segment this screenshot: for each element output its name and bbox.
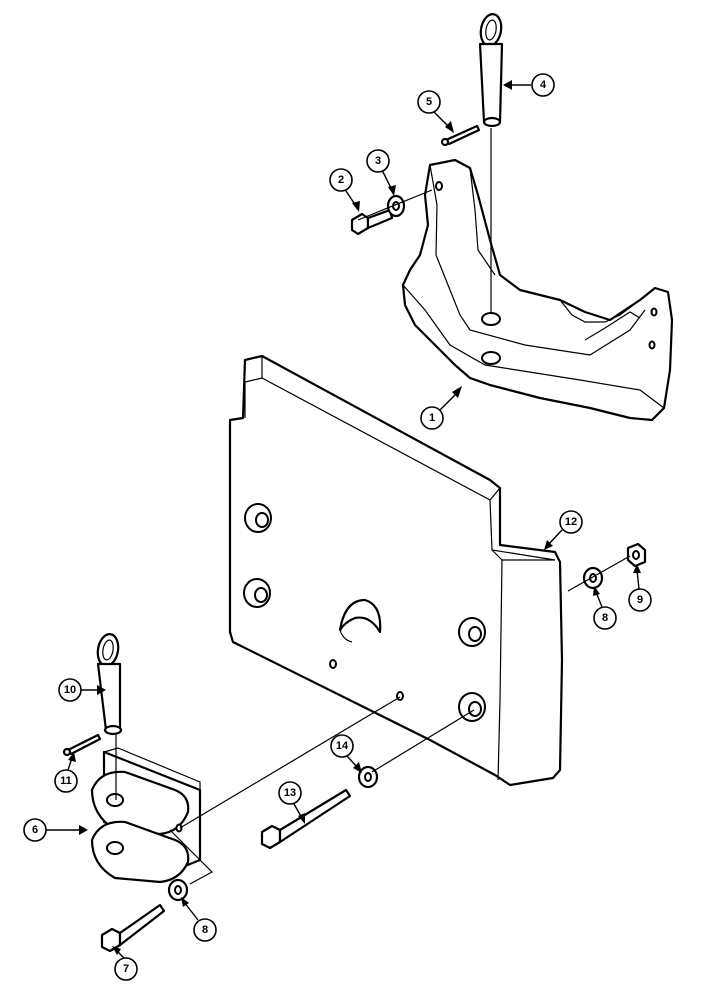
washer-lower (167, 878, 189, 902)
hitch-pin-upper (478, 13, 504, 313)
callout-14: 14 (330, 734, 362, 773)
callout-11: 11 (54, 752, 78, 793)
callout-12: 12 (544, 510, 583, 550)
cotter-pin-lower (62, 733, 102, 757)
hitch-pin-lower (96, 633, 123, 736)
callout-8-right: 8 (593, 586, 617, 630)
hitch-clevis (90, 747, 202, 884)
callout-9: 9 (628, 564, 652, 612)
callout-5: 5 (417, 90, 454, 133)
callout-10: 10 (58, 678, 106, 702)
callout-label: 12 (565, 516, 577, 528)
callout-1: 1 (420, 386, 462, 430)
callout-label: 9 (637, 594, 643, 606)
long-bolt (260, 788, 352, 850)
callout-label: 7 (123, 963, 129, 975)
callout-label: 4 (540, 79, 547, 91)
callout-label: 8 (202, 924, 208, 936)
callout-13: 13 (278, 781, 305, 824)
counterweight-block (228, 354, 564, 787)
callout-8-lower: 8 (181, 897, 217, 942)
callout-label: 2 (338, 174, 344, 186)
callout-6: 6 (23, 818, 88, 842)
washer-upper (386, 194, 406, 218)
callout-label: 1 (429, 412, 435, 424)
bolt-lower (100, 903, 166, 953)
callout-label: 14 (336, 740, 349, 752)
callout-label: 6 (32, 824, 38, 836)
assembly-lines (115, 189, 631, 885)
callout-label: 5 (426, 96, 432, 108)
callout-label: 8 (602, 612, 608, 624)
callout-2: 2 (329, 168, 360, 212)
callout-3: 3 (366, 149, 396, 196)
cotter-pin-upper (440, 124, 481, 147)
callout-label: 13 (284, 787, 296, 799)
callout-4: 4 (503, 73, 555, 97)
bolt-upper (350, 208, 394, 236)
callout-label: 3 (375, 155, 381, 167)
callout-label: 10 (64, 684, 76, 696)
washer-right (582, 566, 604, 590)
mounting-bracket (401, 158, 674, 422)
callout-7: 7 (112, 946, 138, 981)
callout-label: 11 (60, 775, 72, 787)
nut-right (626, 542, 647, 568)
